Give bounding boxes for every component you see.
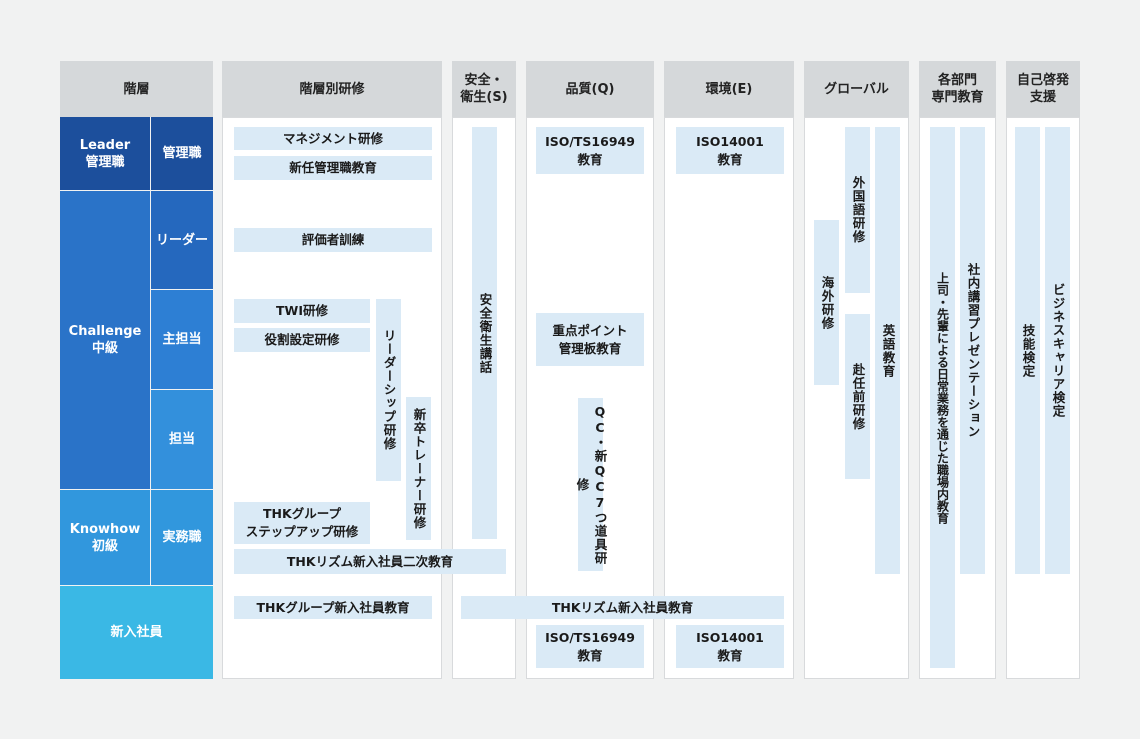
program-business-career: ビジネスキャリア検定 [1045, 127, 1070, 574]
program-twi: TWI研修 [234, 299, 370, 323]
program-iso-ts-top: ISO/TS16949 教育 [536, 127, 644, 174]
program-iso-ts-bottom: ISO/TS16949 教育 [536, 625, 644, 668]
program-leadership: リーダーシップ研修 [376, 299, 401, 481]
level-chief: 主担当 [151, 290, 213, 389]
program-trainer: 新卒トレーナー研修 [406, 397, 431, 540]
program-rhythm-newhire: THKリズム新入社員教育 [461, 596, 784, 619]
header-hierarchy: 階層 [60, 61, 213, 117]
program-ojt: 上司・先輩による日常業務を通じた職場内教育 [930, 127, 955, 668]
program-english: 英語教育 [875, 127, 900, 574]
program-skill-test: 技能検定 [1015, 127, 1040, 574]
header-global: グローバル [804, 61, 909, 117]
program-qc-tools: QC・新QC7つ道具研修 [575, 398, 608, 571]
level-leader-sub: リーダー [151, 191, 213, 289]
program-iso14001-bottom: ISO14001 教育 [676, 625, 784, 668]
environment-column [664, 117, 794, 679]
program-stepup: THKグループ ステップアップ研修 [234, 502, 370, 544]
program-evaluator: 評価者訓練 [234, 228, 432, 252]
level-leader: Leader 管理職 [60, 117, 150, 190]
program-internal-presentation: 社内講習プレゼンテーション [960, 127, 985, 574]
program-role-setting: 役割設定研修 [234, 328, 370, 352]
program-rhythm-second: THKリズム新入社員二次教育 [234, 549, 506, 574]
level-newhire: 新入社員 [60, 586, 213, 679]
header-environment: 環境(E) [664, 61, 794, 117]
program-new-manager: 新任管理職教育 [234, 156, 432, 180]
header-self-dev: 自己啓発 支援 [1006, 61, 1080, 117]
header-departments: 各部門 専門教育 [919, 61, 996, 117]
program-group-newhire: THKグループ新入社員教育 [234, 596, 432, 619]
program-safety-course: 安全衛生講話 [472, 127, 497, 539]
program-pre-assignment: 赴任前研修 [845, 314, 870, 479]
program-overseas: 海外研修 [814, 220, 839, 385]
header-by-level: 階層別研修 [222, 61, 442, 117]
header-safety: 安全・ 衛生(S) [452, 61, 516, 117]
level-manager: 管理職 [151, 117, 213, 190]
level-knowhow: Knowhow 初級 [60, 490, 150, 585]
by-level-column [222, 117, 442, 679]
level-challenge: Challenge 中級 [60, 191, 150, 489]
level-practitioner: 実務職 [151, 490, 213, 585]
program-key-point: 重点ポイント 管理板教育 [536, 313, 644, 366]
program-iso14001-top: ISO14001 教育 [676, 127, 784, 174]
program-foreign-lang: 外国語研修 [845, 127, 870, 293]
header-quality: 品質(Q) [526, 61, 654, 117]
level-staff: 担当 [151, 390, 213, 489]
program-management: マネジメント研修 [234, 127, 432, 150]
